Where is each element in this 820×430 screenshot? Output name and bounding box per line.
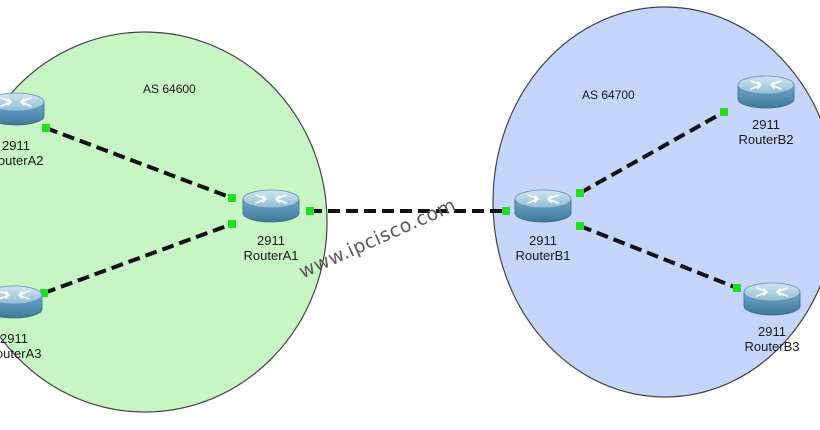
router-b1[interactable]: 2911 RouterB1 — [514, 189, 572, 263]
router-icon — [737, 75, 795, 109]
router-model: 2911 — [758, 324, 786, 339]
router-a2[interactable]: 2911 RouterA2 — [0, 92, 45, 168]
port-b1-up — [576, 189, 584, 197]
router-icon — [514, 189, 572, 223]
links-layer — [43, 110, 738, 295]
as-area-left — [0, 31, 328, 413]
router-name: RouterB2 — [739, 132, 794, 147]
link-a1-a3[interactable] — [43, 222, 233, 295]
link-b1-b2[interactable] — [579, 110, 725, 195]
routers-layer: 2911 RouterA2 2911 RouterA3 2911 RouterA… — [0, 75, 801, 361]
router-icon — [242, 189, 300, 223]
as-label-right: AS 64700 — [582, 88, 635, 102]
ports-layer — [40, 108, 741, 297]
router-name: RouterA1 — [244, 248, 299, 263]
as-area-right — [492, 6, 820, 398]
port-a1-right — [306, 207, 314, 215]
link-a1-a2[interactable] — [45, 126, 233, 200]
router-a1[interactable]: 2911 RouterA1 — [242, 189, 300, 263]
router-model: 2911 — [2, 138, 30, 153]
router-name: RouterA2 — [0, 153, 43, 168]
port-b2 — [720, 108, 728, 116]
port-a1-down — [228, 220, 236, 228]
port-b1-down — [576, 222, 584, 230]
router-model: 2911 — [752, 117, 780, 132]
router-icon — [743, 282, 801, 316]
port-a2 — [42, 124, 50, 132]
port-a1-up — [228, 194, 236, 202]
router-model: 2911 — [0, 331, 28, 346]
router-icon — [0, 285, 43, 319]
router-b2[interactable]: 2911 RouterB2 — [737, 75, 795, 147]
port-b3 — [733, 284, 741, 292]
port-a3 — [40, 289, 48, 297]
router-name: RouterA3 — [0, 346, 41, 361]
as-label-left: AS 64600 — [143, 82, 196, 96]
port-b1-left — [502, 207, 510, 215]
router-b3[interactable]: 2911 RouterB3 — [743, 282, 801, 354]
router-icon — [0, 92, 45, 126]
router-name: RouterB1 — [516, 248, 571, 263]
router-model: 2911 — [529, 233, 557, 248]
router-a3[interactable]: 2911 RouterA3 — [0, 285, 43, 361]
router-name: RouterB3 — [745, 339, 800, 354]
link-b1-b3[interactable] — [579, 224, 738, 290]
router-model: 2911 — [257, 233, 285, 248]
